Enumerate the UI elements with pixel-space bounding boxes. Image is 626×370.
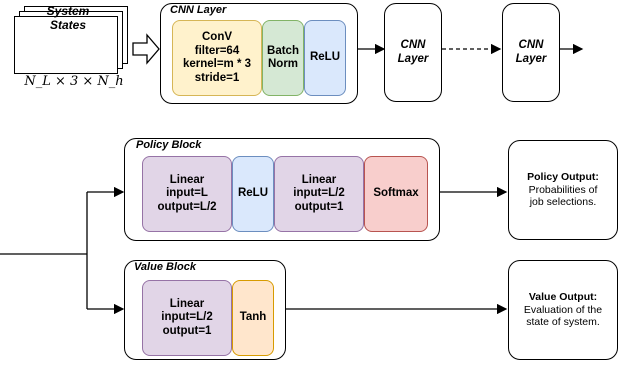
cnn-layer-box-3 [502,3,560,102]
relu-block-cnn: ReLU [304,20,346,96]
policy-output-title: Policy Output: [527,171,599,184]
policy-linear-1: Linear input=L output=L/2 [142,156,232,232]
input-dimensions: N_L × 3 × N_h [24,74,124,89]
value-output-box: Value Output: Evaluation of the state of… [508,260,618,360]
value-block-title: Value Block [134,261,196,273]
cnn-layer-3-label: CNN Layer [515,39,547,65]
policy-output-box: Policy Output: Probabilities of job sele… [508,140,618,240]
policy-block-title: Policy Block [136,139,202,151]
cnn-layer-2-label: CNN Layer [397,39,429,65]
policy-softmax: Softmax [364,156,428,232]
policy-relu: ReLU [232,156,274,232]
system-states-title: System States [46,4,90,32]
value-linear: Linear input=L/2 output=1 [142,280,232,356]
cnn-layer-title: CNN Layer [170,4,227,16]
conv-block: ConV filter=64 kernel=m * 3 stride=1 [172,20,262,96]
value-output-title: Value Output: [528,291,598,304]
value-output-line2: state of system. [526,316,600,329]
value-output-line1: Evaluation of the [523,303,603,316]
value-tanh: Tanh [232,280,274,356]
policy-linear-2: Linear input=L/2 output=1 [274,156,364,232]
cnn-layer-box-2 [384,3,442,102]
policy-output-line1: Probabilities of [528,183,598,196]
doc-layer-front [14,16,118,74]
policy-output-line2: job selections. [529,196,597,209]
input-arrow [132,33,160,65]
batch-norm-block: Batch Norm [262,20,304,96]
